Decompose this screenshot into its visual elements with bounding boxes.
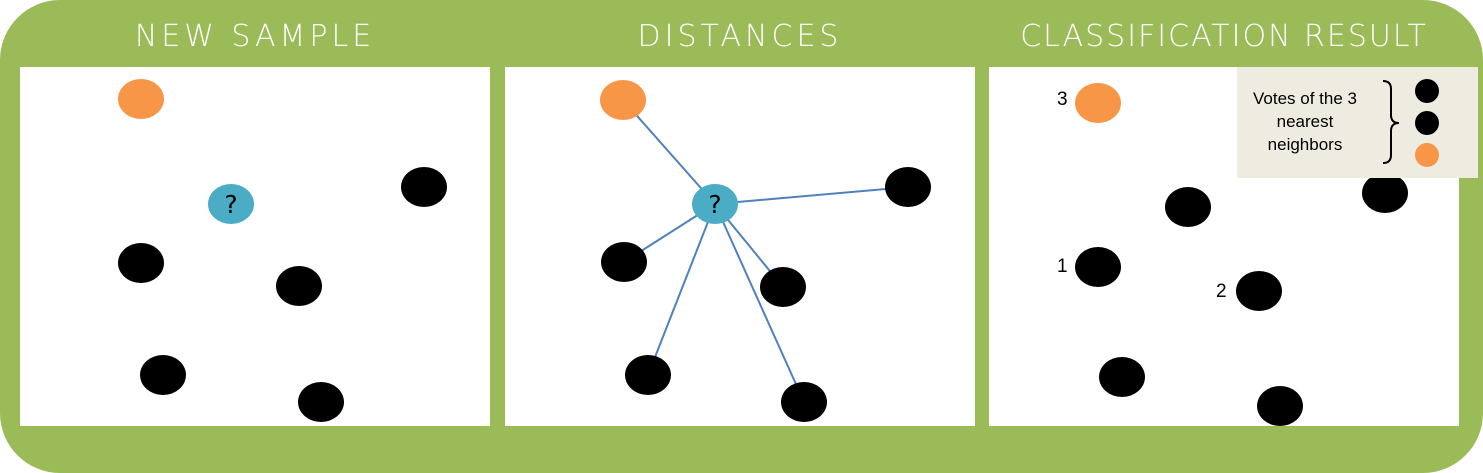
vote-black-dot bbox=[1415, 79, 1439, 103]
black-sample-point bbox=[625, 355, 671, 395]
distance-line bbox=[647, 203, 716, 376]
black-sample-point bbox=[1257, 386, 1303, 426]
black-sample-point bbox=[118, 243, 164, 283]
distance-line bbox=[714, 203, 805, 403]
vote-black-dot bbox=[1415, 111, 1439, 135]
black-sample-point bbox=[760, 267, 806, 307]
rank-label-2: 2 bbox=[1216, 281, 1227, 302]
query-point-label: ? bbox=[708, 190, 721, 219]
rank-label-3: 3 bbox=[1057, 89, 1068, 110]
orange-sample-point bbox=[1075, 83, 1121, 123]
classification-plot bbox=[1075, 83, 1408, 426]
new-sample-plot: ? bbox=[118, 79, 447, 422]
black-sample-point bbox=[401, 167, 447, 207]
votes-legend: Votes of the 3 nearest neighbors bbox=[1237, 67, 1478, 178]
curly-brace-icon bbox=[1382, 80, 1400, 164]
distance-line bbox=[714, 186, 909, 205]
distance-lines bbox=[622, 99, 909, 403]
panel-title-distances: DISTANCES bbox=[637, 19, 843, 54]
query-point bbox=[208, 184, 254, 224]
panel-title-classification-result: CLASSIFICATION RESULT bbox=[1020, 19, 1428, 54]
black-sample-point bbox=[1362, 173, 1408, 213]
distance-line bbox=[622, 99, 716, 205]
black-sample-point bbox=[298, 382, 344, 422]
black-sample-point bbox=[1236, 271, 1282, 311]
distances-plot: ? bbox=[600, 80, 931, 422]
rank-label-1: 1 bbox=[1057, 256, 1068, 277]
black-sample-point bbox=[1099, 357, 1145, 397]
votes-legend-text: Votes of the 3 nearest neighbors bbox=[1253, 89, 1357, 154]
orange-sample-point bbox=[118, 79, 164, 119]
panel-distances: ? bbox=[505, 67, 975, 426]
query-point-label: ? bbox=[224, 190, 237, 219]
black-sample-point bbox=[601, 242, 647, 282]
panel-classification-result: 1 2 3 Votes of the 3 nearest neighbors bbox=[989, 67, 1478, 426]
black-sample-point bbox=[781, 382, 827, 422]
black-sample-point bbox=[140, 355, 186, 395]
black-sample-point bbox=[276, 266, 322, 306]
black-sample-point bbox=[885, 167, 931, 207]
black-sample-point bbox=[1165, 187, 1211, 227]
orange-sample-point bbox=[600, 80, 646, 120]
votes-legend-graphic bbox=[1382, 79, 1439, 167]
vote-orange-dot bbox=[1415, 143, 1439, 167]
black-sample-point bbox=[1075, 247, 1121, 287]
panel-title-new-sample: NEW SAMPLE bbox=[134, 19, 376, 54]
query-point bbox=[692, 184, 738, 224]
panel-new-sample: ? bbox=[20, 67, 490, 426]
